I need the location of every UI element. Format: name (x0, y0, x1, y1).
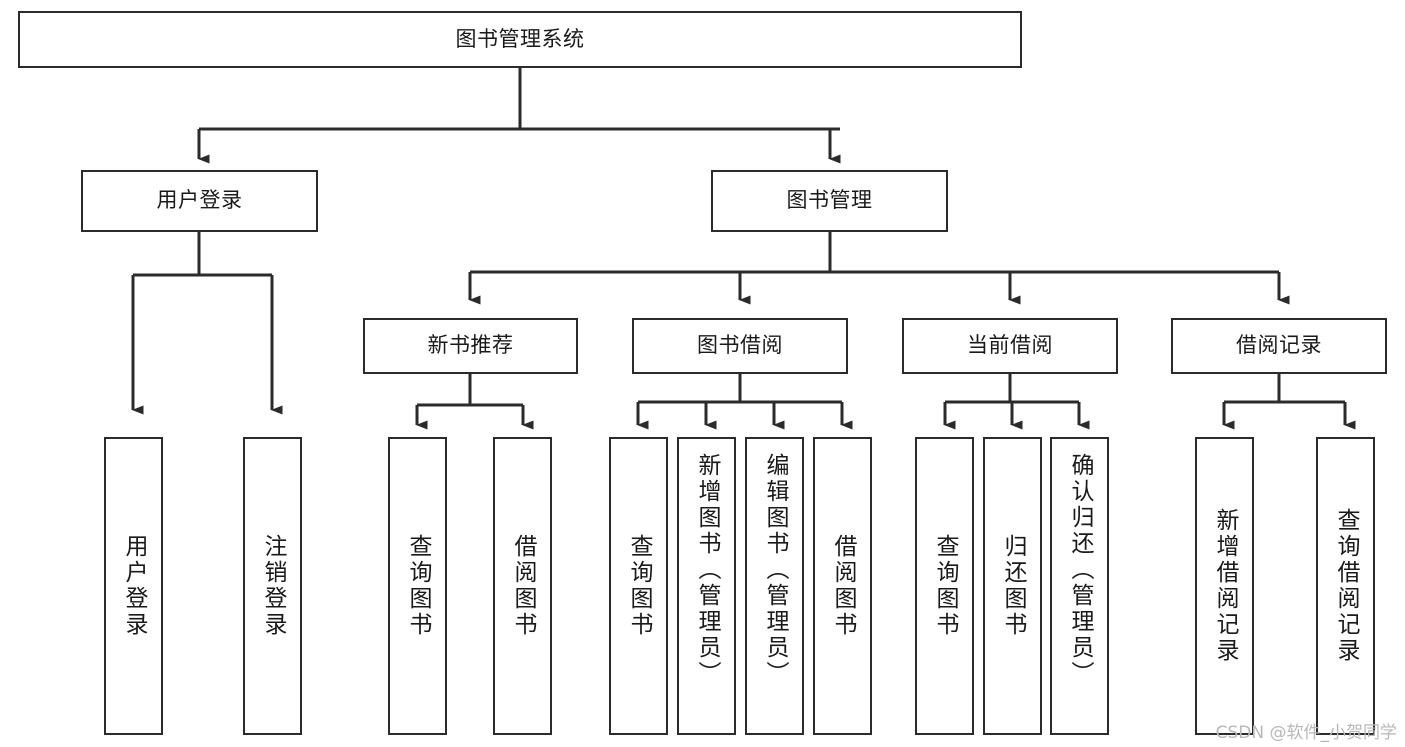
leaf-label: 新增借阅记录 (1212, 508, 1238, 664)
node-borrow-record[interactable]: 借阅记录 (1171, 318, 1387, 374)
leaf-current-confirm-return[interactable]: 确认归还（管理员） (1050, 437, 1109, 735)
leaf-label: 归还图书 (1000, 534, 1026, 638)
leaf-label: 确认归还（管理员） (1067, 453, 1093, 687)
node-book-manage[interactable]: 图书管理 (711, 170, 948, 232)
node-book-manage-label: 图书管理 (786, 188, 873, 213)
leaf-label: 用户登录 (121, 534, 147, 638)
leaf-label: 借阅图书 (830, 534, 856, 638)
leaf-borrow-edit-book[interactable]: 编辑图书（管理员） (745, 437, 804, 735)
leaf-label: 编辑图书（管理员） (762, 453, 788, 687)
leaf-newbook-borrow-book[interactable]: 借阅图书 (493, 437, 552, 735)
leaf-current-query-book[interactable]: 查询图书 (915, 437, 974, 735)
leaf-current-return-book[interactable]: 归还图书 (983, 437, 1042, 735)
node-current-borrow[interactable]: 当前借阅 (902, 318, 1118, 374)
leaf-label: 借阅图书 (510, 534, 536, 638)
node-book-borrow-label: 图书借阅 (697, 333, 783, 358)
csdn-watermark: CSDN @软件_小贺同学 (1215, 723, 1397, 743)
node-root[interactable]: 图书管理系统 (18, 11, 1022, 68)
leaf-borrow-borrow-book[interactable]: 借阅图书 (813, 437, 872, 735)
node-user-login[interactable]: 用户登录 (81, 170, 318, 232)
leaf-label: 注销登录 (260, 534, 286, 638)
leaf-record-query-record[interactable]: 查询借阅记录 (1316, 437, 1375, 735)
node-root-label: 图书管理系统 (455, 26, 585, 51)
leaf-user-login-logout[interactable]: 注销登录 (243, 437, 302, 735)
leaf-label: 查询图书 (932, 534, 958, 638)
node-current-borrow-label: 当前借阅 (967, 333, 1053, 358)
leaf-label: 查询借阅记录 (1333, 508, 1359, 664)
leaf-borrow-add-book[interactable]: 新增图书（管理员） (677, 437, 736, 735)
leaf-newbook-query-book[interactable]: 查询图书 (388, 437, 447, 735)
leaf-record-add-record[interactable]: 新增借阅记录 (1195, 437, 1254, 735)
leaf-borrow-query-book[interactable]: 查询图书 (609, 437, 668, 735)
node-book-borrow[interactable]: 图书借阅 (632, 318, 848, 374)
node-borrow-record-label: 借阅记录 (1236, 333, 1322, 358)
leaf-label: 查询图书 (626, 534, 652, 638)
node-new-book-recommend-label: 新书推荐 (427, 333, 514, 358)
leaf-user-login-login[interactable]: 用户登录 (104, 437, 163, 735)
leaf-label: 查询图书 (405, 534, 431, 638)
leaf-label: 新增图书（管理员） (694, 453, 720, 687)
node-new-book-recommend[interactable]: 新书推荐 (363, 318, 578, 374)
node-user-login-label: 用户登录 (156, 188, 243, 213)
